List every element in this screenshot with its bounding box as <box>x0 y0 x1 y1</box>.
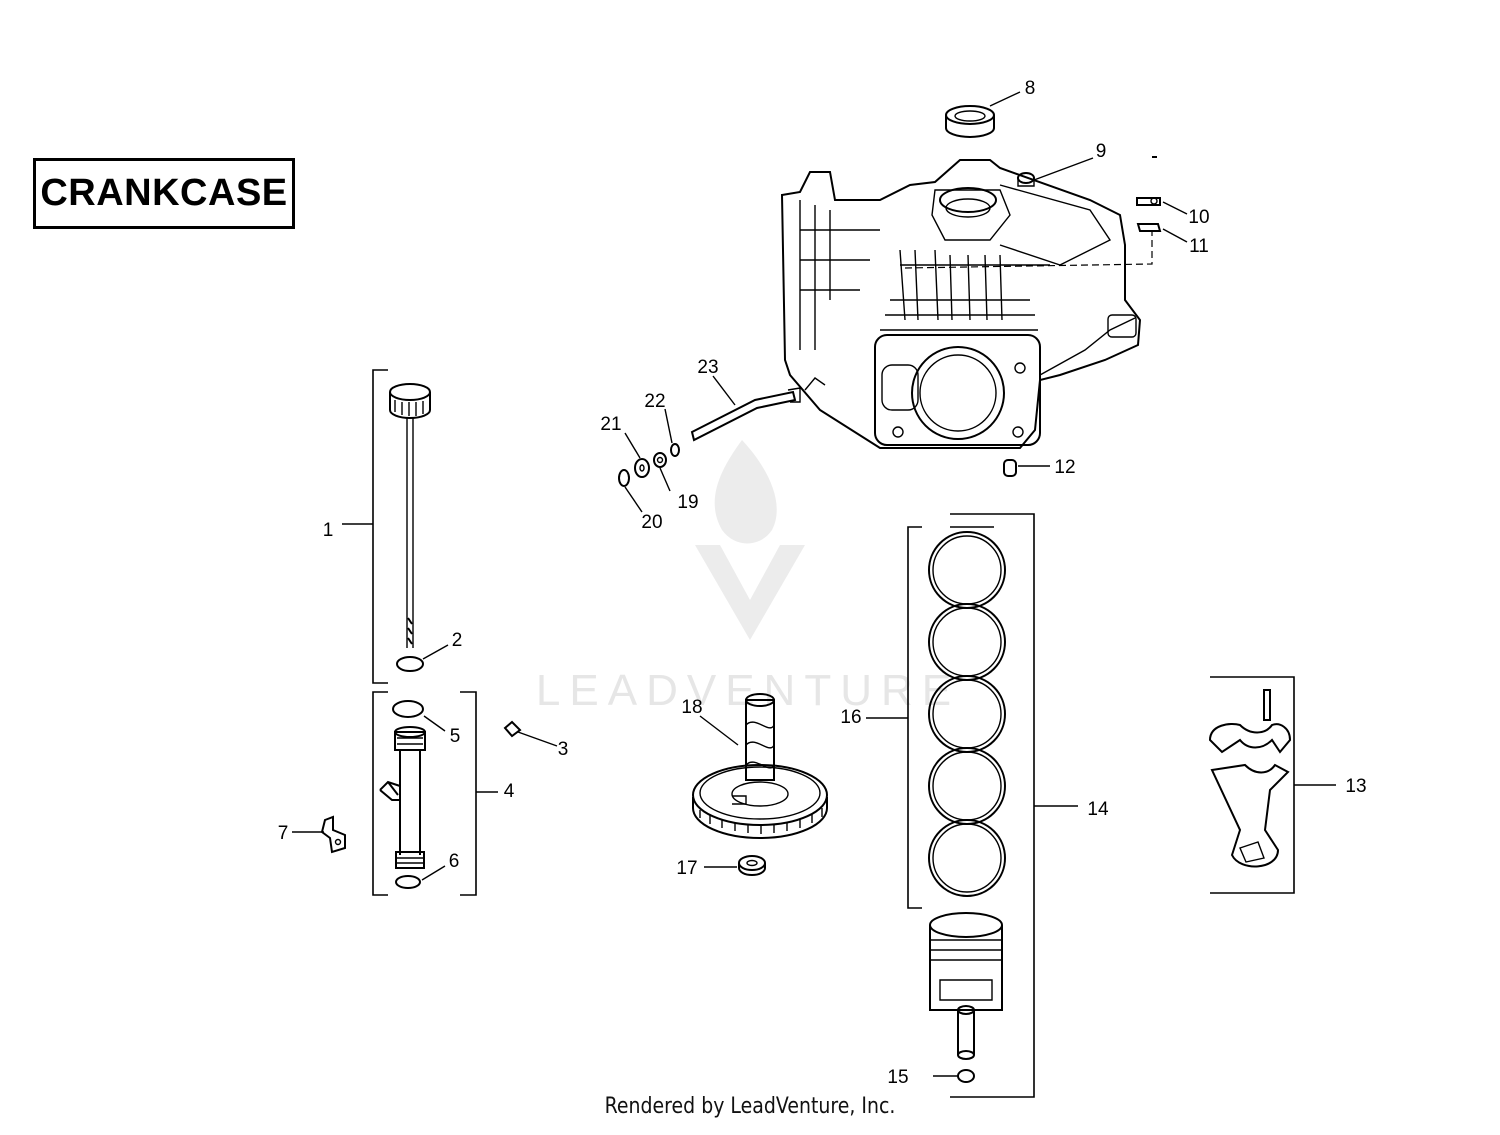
crankcase-block[interactable] <box>780 159 1153 449</box>
nut-19[interactable] <box>653 452 667 468</box>
callout-6: 6 <box>449 851 460 872</box>
o-ring-5[interactable] <box>392 700 424 718</box>
callout-21: 21 <box>600 414 621 435</box>
o-ring-6[interactable] <box>395 875 421 889</box>
callout-16: 16 <box>840 707 861 728</box>
group-bracket-13 <box>1210 676 1336 894</box>
callout-11: 11 <box>1189 236 1209 257</box>
grommet-22[interactable] <box>670 443 680 457</box>
washer-21[interactable] <box>634 458 650 478</box>
callout-13: 13 <box>1345 776 1366 797</box>
breather-tube-23[interactable] <box>690 387 801 442</box>
watermark: LEADVENTURE <box>536 440 960 715</box>
leader-lines <box>292 91 1188 1077</box>
callout-19: 19 <box>677 492 698 513</box>
washer-20[interactable] <box>618 469 630 487</box>
callout-10: 10 <box>1188 207 1209 228</box>
watermark-text: LEADVENTURE <box>536 666 960 715</box>
callout-15: 15 <box>887 1067 908 1088</box>
callout-17: 17 <box>676 858 697 879</box>
callout-8: 8 <box>1025 78 1036 99</box>
footer-credit: Rendered by LeadVenture, Inc. <box>604 1094 896 1119</box>
bracket-7[interactable] <box>320 815 346 854</box>
washer-17[interactable] <box>738 855 766 876</box>
dipstick-1[interactable] <box>389 383 431 648</box>
group-bracket-1 <box>342 369 388 684</box>
callout-20: 20 <box>641 512 662 533</box>
clip-10[interactable] <box>1136 197 1161 206</box>
callout-2: 2 <box>452 630 463 651</box>
piston-pin[interactable] <box>957 1005 975 1060</box>
o-ring-2[interactable] <box>396 656 424 672</box>
callout-labels: 1 2 3 4 5 6 7 8 9 10 11 12 13 14 15 16 1… <box>278 78 1367 1088</box>
callout-7: 7 <box>278 823 289 844</box>
connecting-rod-13[interactable] <box>1208 689 1292 868</box>
camshaft-18[interactable] <box>692 693 828 839</box>
callout-5: 5 <box>450 726 461 747</box>
diagram-title: CRANKCASE <box>33 158 295 229</box>
callout-1: 1 <box>323 520 334 541</box>
callout-4: 4 <box>504 781 515 802</box>
dowel-12[interactable] <box>1003 459 1017 477</box>
screw-9[interactable] <box>1017 172 1035 187</box>
callout-12: 12 <box>1054 457 1075 478</box>
callout-14: 14 <box>1087 799 1109 820</box>
piston[interactable] <box>929 912 1003 1011</box>
callout-22: 22 <box>644 391 665 412</box>
group-bracket-14 <box>950 513 1078 1098</box>
callout-23: 23 <box>697 357 718 378</box>
callout-9: 9 <box>1096 141 1107 162</box>
screw-3[interactable] <box>503 720 522 738</box>
dipstick-tube[interactable] <box>379 726 426 869</box>
callout-3: 3 <box>558 739 569 760</box>
callout-18: 18 <box>681 697 702 718</box>
group-bracket-4 <box>372 691 498 896</box>
piston-rings-16[interactable] <box>928 531 1006 897</box>
clip-11[interactable] <box>1136 223 1162 232</box>
oil-seal-8[interactable] <box>945 105 995 138</box>
group-bracket-16 <box>866 526 994 909</box>
retainer-15[interactable] <box>957 1069 975 1083</box>
